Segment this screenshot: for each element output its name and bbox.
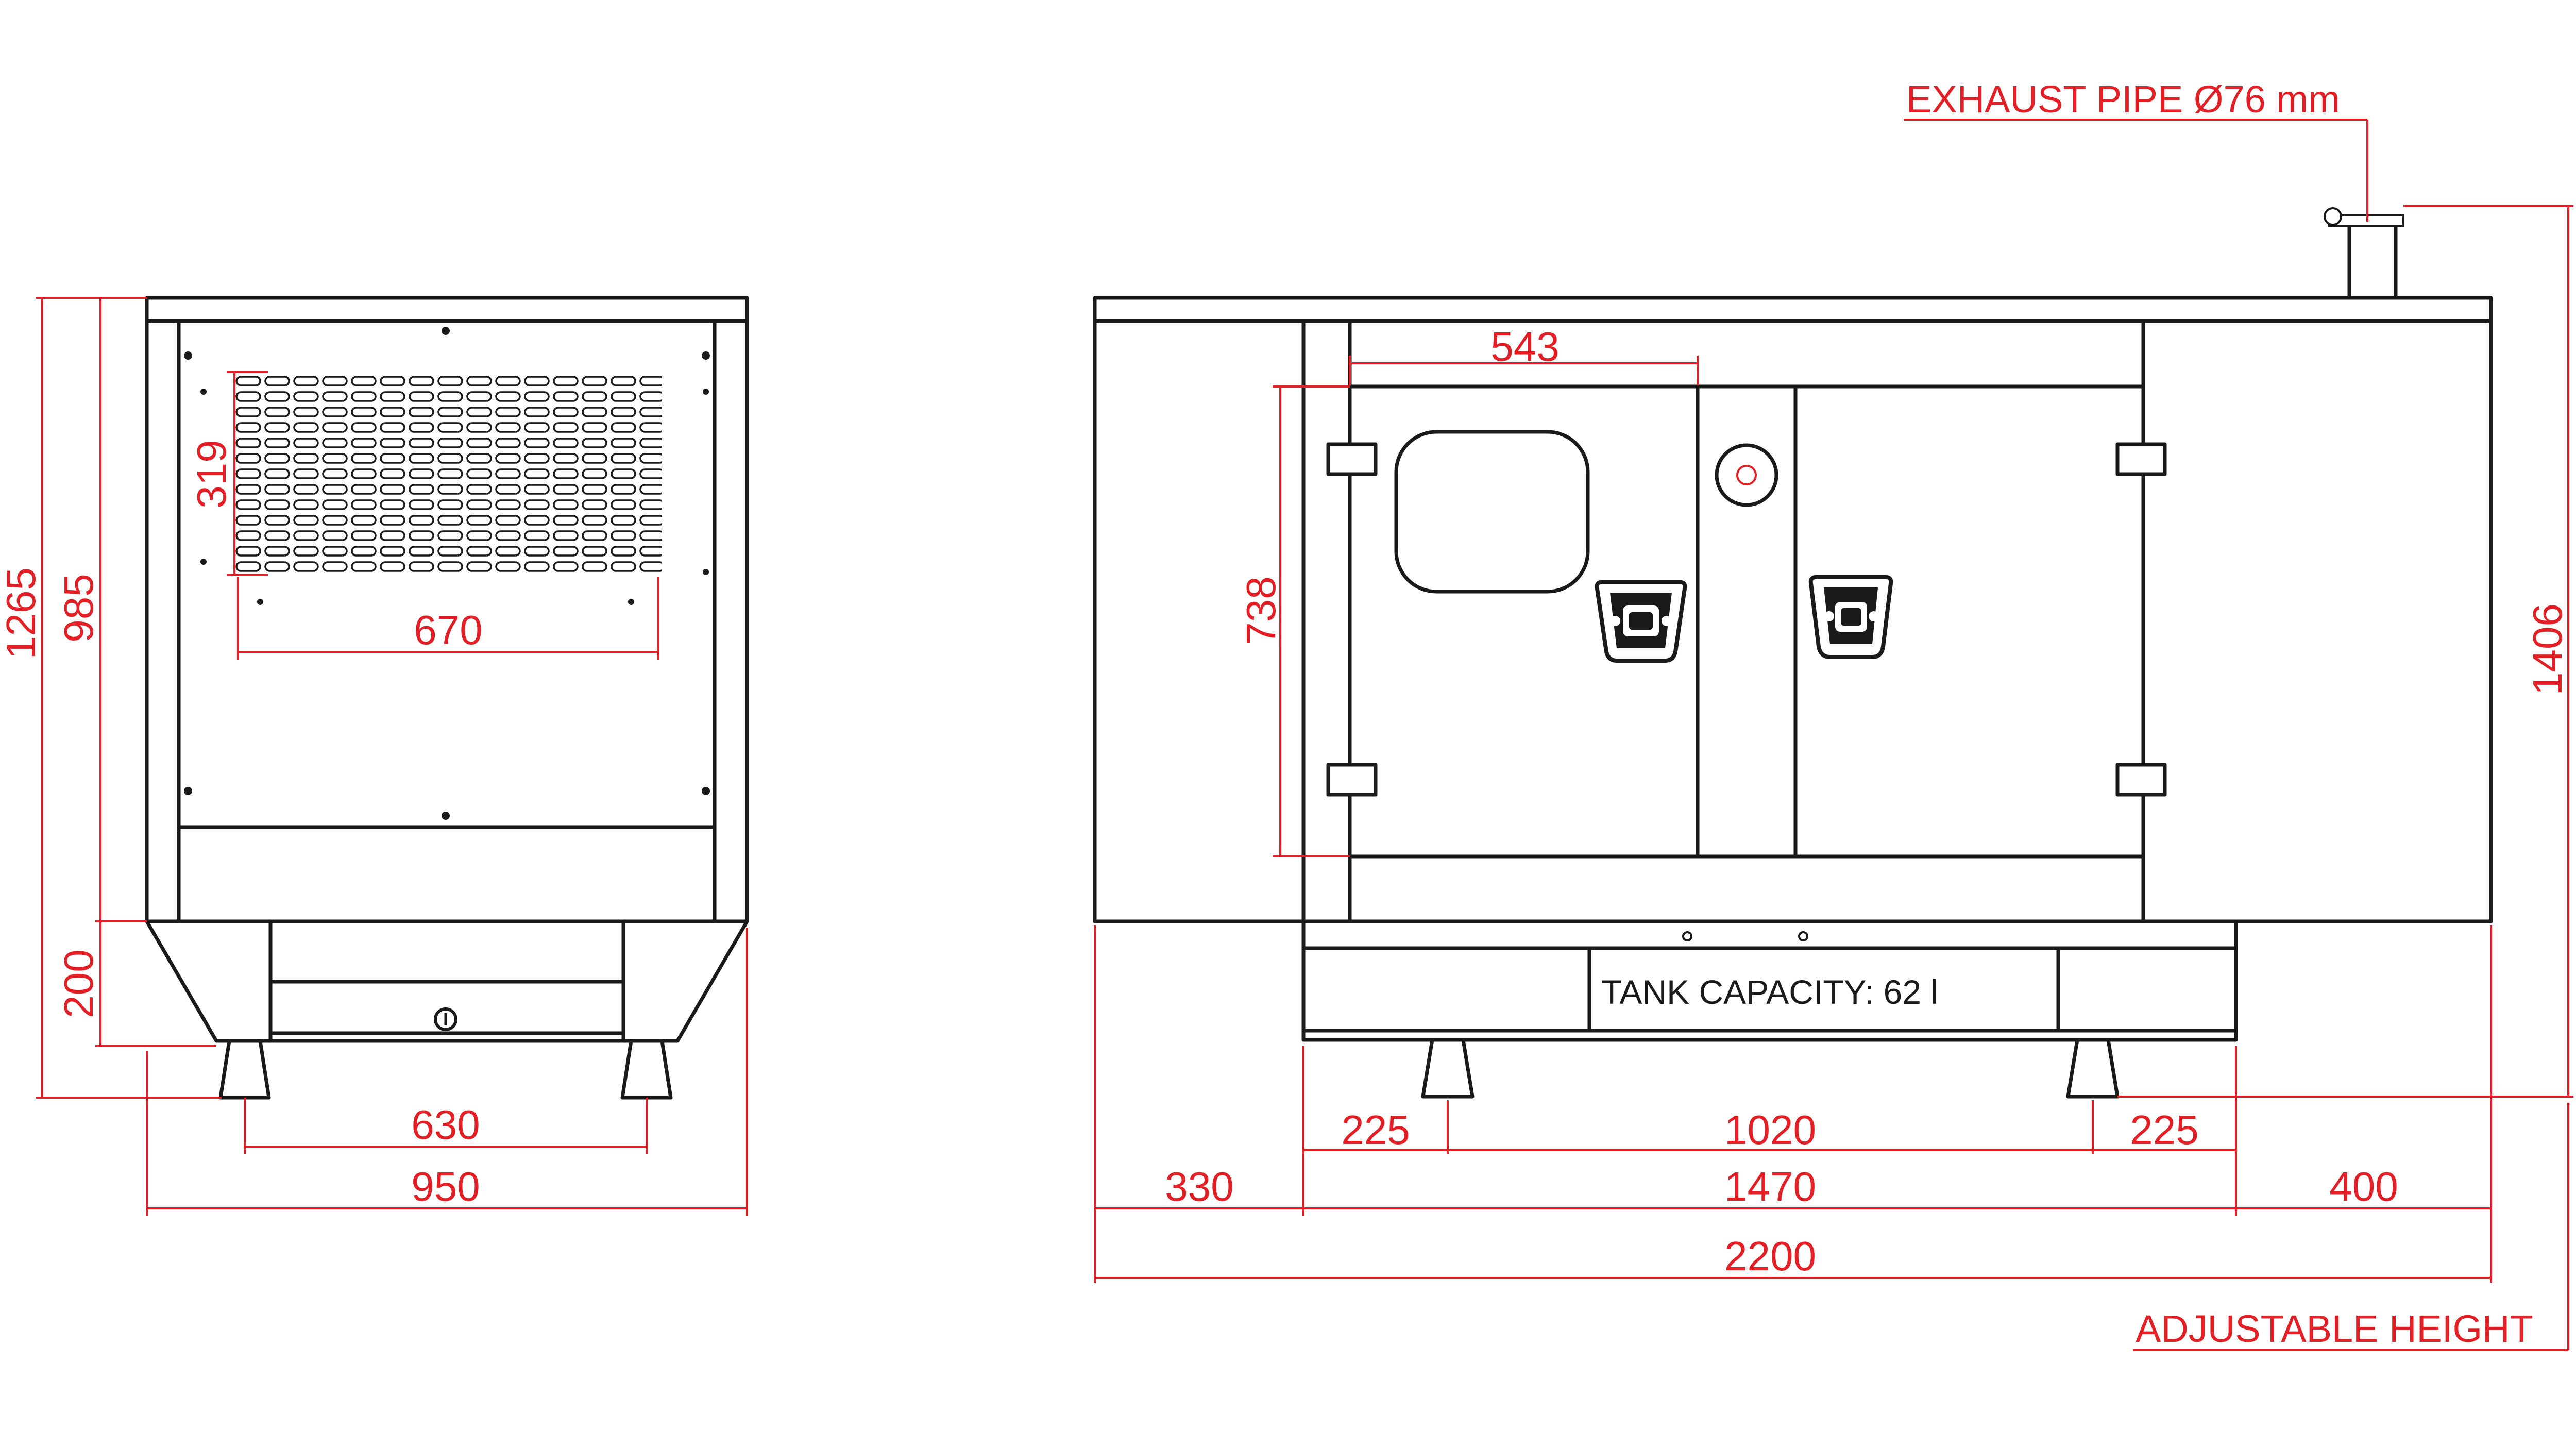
exhaust-pipe — [2347, 220, 2398, 300]
dim-front-overall-width: 950 — [411, 1164, 480, 1209]
dim-rear-overhang: 400 — [2329, 1164, 2398, 1209]
inspection-window — [1394, 430, 1590, 594]
base-bolt-1 — [1682, 931, 1692, 941]
side-foot-right — [2066, 1038, 2120, 1099]
front-base-left-hopper — [145, 919, 273, 1043]
hinge-left-top — [1326, 442, 1378, 476]
door-lock-right-icon — [1808, 575, 1893, 659]
dim-front-canopy-height: 985 — [56, 574, 101, 642]
emergency-stop-center-icon — [1736, 465, 1757, 485]
dim-door-width: 543 — [1490, 324, 1559, 369]
adjustable-note: ADJUSTABLE HEIGHT — [2136, 1307, 2533, 1350]
dim-side-leg-spacing: 1020 — [1724, 1107, 1816, 1153]
front-base-right-hopper — [621, 919, 749, 1043]
notes: EXHAUST PIPE Ø76 mm ADJUSTABLE HEIGHT — [1904, 78, 2569, 1351]
side-roof — [1093, 296, 2493, 323]
dim-front-overhang: 330 — [1165, 1164, 1233, 1209]
side-view-dimensions: 543 738 1406 225 1020 225 330 1470 400 2… — [1094, 205, 2573, 1283]
front-view — [145, 296, 749, 1100]
fuel-cap-icon — [434, 1007, 457, 1031]
side-base-tank — [1301, 919, 2238, 1042]
hinge-left-bottom — [1326, 763, 1378, 797]
front-foot-left — [218, 1039, 271, 1100]
dim-front-overall-height: 1265 — [0, 567, 44, 659]
hinge-right-bottom — [2115, 763, 2167, 797]
dim-front-base-height: 200 — [56, 949, 101, 1018]
front-grille — [234, 374, 662, 575]
side-view: TANK CAPACITY: 62 l — [1093, 207, 2493, 1099]
dim-side-overall-height: 1406 — [2524, 603, 2570, 695]
dim-grille-height: 319 — [189, 440, 234, 508]
front-roof — [145, 296, 749, 323]
dim-leg-offset-right: 225 — [2130, 1107, 2198, 1153]
base-bolt-2 — [1798, 931, 1808, 941]
dim-front-leg-spacing: 630 — [411, 1102, 480, 1148]
tank-capacity-label: TANK CAPACITY: 62 l — [1601, 973, 1938, 1011]
door-lock-left-icon — [1595, 580, 1687, 663]
dim-base-length: 1470 — [1724, 1164, 1816, 1209]
front-view-dimensions: 1265 985 200 319 670 630 950 — [0, 297, 748, 1216]
dim-leg-offset-left: 225 — [1341, 1107, 1410, 1153]
front-foot-right — [620, 1039, 673, 1100]
hinge-right-top — [2115, 442, 2167, 476]
dim-grille-width: 670 — [414, 607, 482, 653]
dim-side-overall-length: 2200 — [1724, 1233, 1816, 1279]
dim-door-height: 738 — [1238, 576, 1284, 645]
exhaust-note: EXHAUST PIPE Ø76 mm — [1906, 78, 2340, 121]
exhaust-clamp — [2324, 207, 2342, 226]
front-panel-bolts — [184, 327, 710, 820]
side-foot-left — [1421, 1038, 1475, 1099]
